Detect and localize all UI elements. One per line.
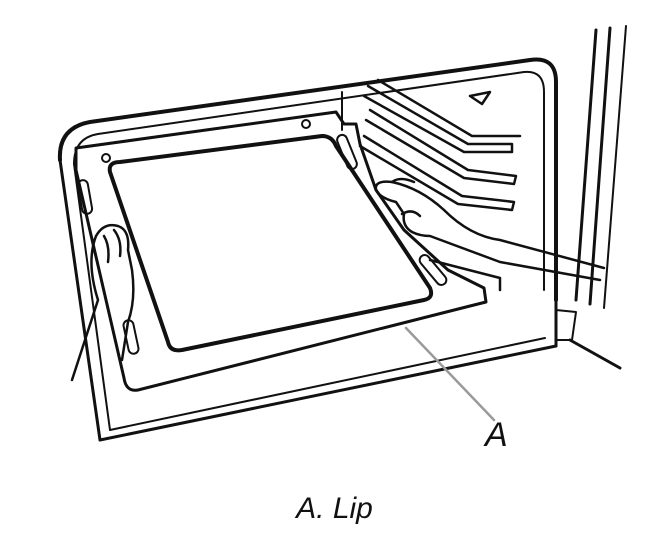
callout-leader-line — [404, 326, 496, 422]
callout-label-a: A — [485, 416, 508, 454]
right-hand — [374, 177, 606, 282]
inner-panel — [107, 134, 434, 353]
figure-caption: A. Lip — [296, 492, 373, 525]
rack-guides — [358, 78, 522, 292]
left-hand — [70, 223, 135, 382]
oven-side-panel — [555, 25, 627, 370]
